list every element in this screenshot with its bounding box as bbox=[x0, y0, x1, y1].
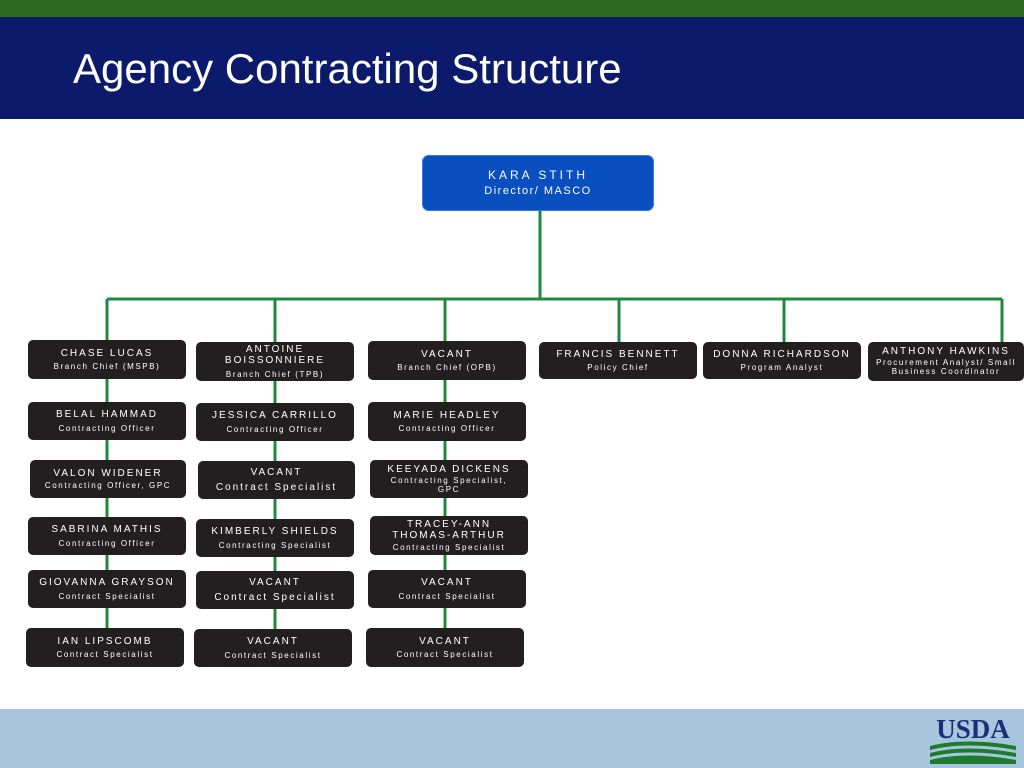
staff-name: BELAL HAMMAD bbox=[56, 409, 158, 421]
staff-box: VACANT Contract Specialist bbox=[198, 461, 355, 499]
staff-role: Contract Specialist bbox=[398, 591, 496, 601]
staff-box: VACANT Contract Specialist bbox=[366, 628, 524, 667]
director-role: Director/ MASCO bbox=[484, 184, 592, 197]
staff-box: GIOVANNA GRAYSON Contract Specialist bbox=[28, 570, 186, 608]
staff-role: Contract Specialist bbox=[214, 591, 336, 603]
usda-logo: USDA bbox=[930, 714, 1016, 764]
branch-head-role: Branch Chief (OPB) bbox=[397, 363, 497, 373]
title-bar bbox=[0, 17, 1024, 119]
staff-name: SABRINA MATHIS bbox=[51, 524, 163, 536]
staff-role: Contracting Officer bbox=[58, 423, 156, 433]
staff-name: VACANT bbox=[419, 635, 471, 647]
staff-name: VACANT bbox=[249, 577, 301, 588]
branch-head-name: ANTHONY HAWKINS bbox=[882, 346, 1010, 358]
page-title: Agency Contracting Structure bbox=[73, 45, 622, 92]
staff-role: Contracting Specialist bbox=[392, 542, 506, 552]
usda-logo-text: USDA bbox=[936, 714, 1010, 744]
branch-head-name: DONNA RICHARDSON bbox=[713, 348, 851, 360]
branch-head-role: Program Analyst bbox=[740, 363, 824, 373]
staff-box: VALON WIDENER Contracting Officer, GPC bbox=[30, 460, 186, 498]
staff-name: GIOVANNA GRAYSON bbox=[39, 577, 175, 589]
branch-head-name: ANTOINE BOISSONNIERE bbox=[224, 343, 326, 367]
staff-box: BELAL HAMMAD Contracting Officer bbox=[28, 402, 186, 440]
staff-name: VALON WIDENER bbox=[53, 468, 163, 480]
branch-head-box: DONNA RICHARDSON Program Analyst bbox=[703, 342, 861, 379]
staff-role: Contracting Officer bbox=[58, 538, 156, 548]
logo-field-stripe bbox=[930, 741, 1016, 750]
staff-box: IAN LIPSCOMB Contract Specialist bbox=[26, 628, 184, 667]
staff-name: MARIE HEADLEY bbox=[393, 409, 501, 421]
staff-box: VACANT Contract Specialist bbox=[194, 629, 352, 667]
staff-name: TRACEY-ANN THOMAS-ARTHUR bbox=[392, 518, 506, 542]
top-accent-strip bbox=[0, 0, 1024, 17]
branch-head-role: Procurement Analyst/ Small Business Coor… bbox=[876, 357, 1016, 376]
branch-head-role: Branch Chief (TPB) bbox=[225, 369, 325, 379]
staff-box: KIMBERLY SHIELDS Contracting Specialist bbox=[196, 519, 354, 557]
branch-head-box: CHASE LUCAS Branch Chief (MSPB) bbox=[28, 340, 186, 379]
staff-role: Contract Specialist bbox=[396, 650, 494, 660]
director-box: KARA STITH Director/ MASCO bbox=[422, 155, 654, 211]
staff-role: Contracting Specialist bbox=[218, 540, 332, 550]
staff-role: Contract Specialist bbox=[56, 650, 154, 660]
branch-head-name: VACANT bbox=[421, 348, 473, 360]
footer-bar bbox=[0, 709, 1024, 768]
staff-box: VACANT Contract Specialist bbox=[196, 571, 354, 609]
staff-box: TRACEY-ANN THOMAS-ARTHUR Contracting Spe… bbox=[370, 516, 528, 555]
logo-field-stripe bbox=[930, 755, 1016, 764]
staff-name: JESSICA CARRILLO bbox=[212, 410, 338, 422]
staff-box: JESSICA CARRILLO Contracting Officer bbox=[196, 403, 354, 441]
staff-name: KEEYADA DICKENS bbox=[387, 463, 511, 475]
staff-name: IAN LIPSCOMB bbox=[57, 635, 153, 647]
staff-role: Contract Specialist bbox=[215, 481, 338, 493]
branch-head-role: Policy Chief bbox=[587, 363, 649, 373]
staff-name: VACANT bbox=[247, 636, 299, 648]
branch-head-name: CHASE LUCAS bbox=[60, 347, 154, 359]
branch-head-box: VACANT Branch Chief (OPB) bbox=[368, 341, 526, 380]
staff-box: KEEYADA DICKENS Contracting Specialist, … bbox=[370, 460, 528, 498]
staff-name: KIMBERLY SHIELDS bbox=[211, 526, 339, 538]
branch-head-box: ANTHONY HAWKINS Procurement Analyst/ Sma… bbox=[868, 342, 1024, 381]
staff-role: Contract Specialist bbox=[224, 650, 322, 660]
branch-head-name: FRANCIS BENNETT bbox=[556, 348, 680, 360]
staff-role: Contracting Specialist, GPC bbox=[390, 476, 508, 495]
staff-role: Contracting Officer, GPC bbox=[44, 480, 172, 490]
staff-box: MARIE HEADLEY Contracting Officer bbox=[368, 402, 526, 441]
staff-name: VACANT bbox=[421, 577, 473, 589]
staff-role: Contracting Officer bbox=[398, 424, 496, 434]
director-name: KARA STITH bbox=[487, 167, 588, 182]
branch-head-role: Branch Chief (MSPB) bbox=[53, 362, 161, 372]
branch-head-box: ANTOINE BOISSONNIERE Branch Chief (TPB) bbox=[196, 342, 354, 381]
staff-box: VACANT Contract Specialist bbox=[368, 570, 526, 608]
logo-field-stripe bbox=[930, 748, 1016, 757]
staff-name: VACANT bbox=[250, 467, 303, 478]
branch-head-box: FRANCIS BENNETT Policy Chief bbox=[539, 342, 697, 379]
staff-role: Contracting Officer bbox=[226, 424, 324, 434]
staff-role: Contract Specialist bbox=[58, 591, 156, 601]
staff-box: SABRINA MATHIS Contracting Officer bbox=[28, 517, 186, 555]
